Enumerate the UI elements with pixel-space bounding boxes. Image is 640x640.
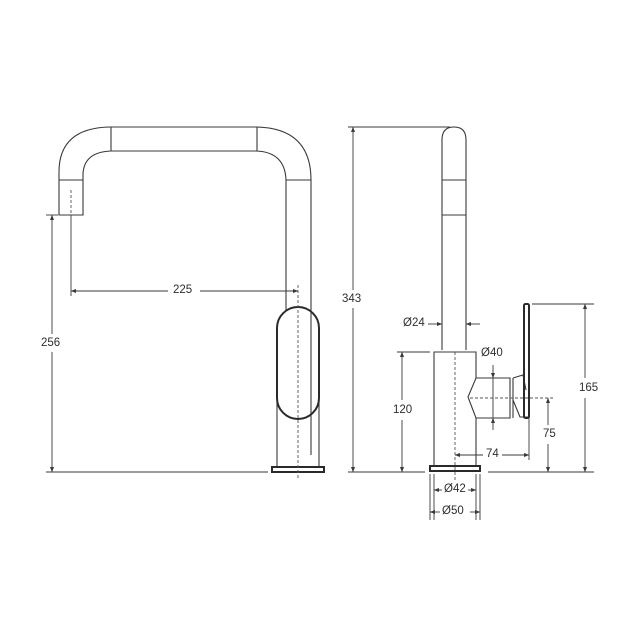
dim-label-spout-reach: 225 <box>172 284 194 296</box>
dim-label-outlet-height: 256 <box>40 337 62 349</box>
spout-tube-side <box>441 126 467 350</box>
dim-label-overall-height: 343 <box>341 293 363 305</box>
dim-label-lever-projection: 74 <box>485 448 500 460</box>
spout-outline-inner <box>82 150 287 310</box>
spout-outline-outer <box>58 126 312 455</box>
dim-label-pivot-height: 75 <box>542 428 557 440</box>
dim-label-base-inner-diameter: Ø42 <box>443 483 467 495</box>
dim-label-body-diameter: Ø40 <box>480 347 504 359</box>
front-view <box>46 126 325 478</box>
dim-label-base-outer-diameter: Ø50 <box>441 505 465 517</box>
dim-label-body-height: 120 <box>392 404 414 416</box>
side-view <box>348 126 594 520</box>
base-plate-side <box>429 465 481 472</box>
handle-hub <box>467 377 511 419</box>
lever-arm <box>512 374 528 418</box>
dim-label-tube-diameter: Ø24 <box>402 317 426 329</box>
lever-blade <box>523 303 530 419</box>
dim-label-lever-height: 165 <box>578 382 600 394</box>
